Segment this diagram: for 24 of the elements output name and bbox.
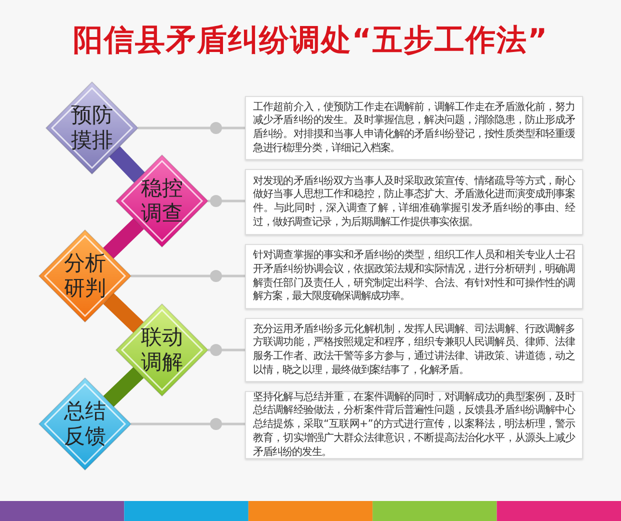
step-label: 分析研判 <box>63 250 107 302</box>
description-text: 对发现的矛盾纠纷双方当事人及时采取政策宣传、情绪疏导等方式，耐心做好当事人思想工作和稳控，防止事态扩大、矛盾激化进而演变成刑事案件。与此同时，深入调查了解，详细准确掌握引发矛盾纠纷的事由、经过，做好调查记录，为后期调解工作提供事实依据。 <box>253 174 575 230</box>
title: 阳信县矛盾纠纷调处“五步工作法” <box>72 22 550 60</box>
description-text: 针对调查掌握的事实和矛盾纠纷的类型，组织工作人员和相关专业人士召开矛盾纠纷协调会议，依据政策法规和实际情况，进行分析研判，明确调解责任部门及责任人，研究制定出科学、合法、有针对性和可操作性的调解方案，最大限度确保调解成功率。 <box>253 249 575 304</box>
connector-bar <box>103 218 144 259</box>
description-text: 坚持化解与总结并重，在案件调解的同时，对调解成功的典型案例，及时总结调解经验做法，分析案件背后普遍性问题，反馈县矛盾纠纷调解中心总结提炼，采取“互联网+”的方式进行宣传，以案释法，明法析理，警示教育，切实增强广大群众法律意识，不断提高法治化水平，从源头上减少矛盾纠纷的发生。 <box>253 390 575 460</box>
step-label: 总结反馈 <box>63 398 107 450</box>
connector-bar <box>103 293 144 333</box>
connector-bar <box>109 146 145 183</box>
step-label: 稳控调查 <box>140 176 184 226</box>
step-label: 预防摸排 <box>70 102 114 154</box>
leader-line <box>138 122 245 134</box>
description-card <box>245 169 583 235</box>
description-card <box>245 96 583 160</box>
connector-bar <box>103 367 144 407</box>
description-card <box>245 318 583 382</box>
step-label: 联动调解 <box>140 324 184 376</box>
description-text: 工作超前介入，使预防工作走在调解前，调解工作走在矛盾激化前，努力减少矛盾纠纷的发生。及时掌握信息，解决问题，消除隐患，防止形成矛盾纠纷。对排摸和当事人申请化解的矛盾纠纷登记，按性质类型和轻重缓急进行梳理分类，详细记入档案。 <box>253 100 575 156</box>
leader-line <box>131 270 245 282</box>
leader-line <box>208 344 245 356</box>
description-text: 充分运用矛盾纠纷多元化解机制，发挥人民调解、司法调解、行政调解多方联调功能，严格按照规定和程序，组织专兼职人民调解员、律师、法律服务工作者、政法干警等多方参与，通过讲法律、讲政策、讲道德，动之以情，晓之以理，最终做到案结事了，化解矛盾。 <box>253 322 575 378</box>
leader-line <box>131 418 245 430</box>
leader-line <box>208 195 245 207</box>
description-card <box>245 244 583 309</box>
